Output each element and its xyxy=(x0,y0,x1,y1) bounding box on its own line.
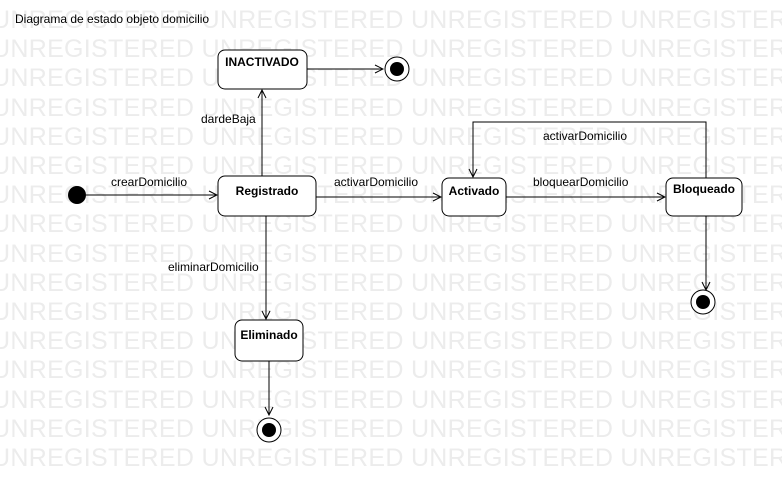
state-activado-label: Activado xyxy=(449,184,500,198)
state-registrado-label: Registrado xyxy=(236,184,299,198)
state-eliminado-label: Eliminado xyxy=(240,328,297,342)
state-activado[interactable]: Activado xyxy=(441,177,507,217)
label-crear-domicilio: crearDomicilio xyxy=(111,175,187,189)
final-state-eliminado xyxy=(256,417,282,443)
state-eliminado[interactable]: Eliminado xyxy=(234,319,304,362)
state-bloqueado[interactable]: Bloqueado xyxy=(665,177,743,217)
label-eliminar-domicilio: eliminarDomicilio xyxy=(168,260,259,274)
label-darde-baja: dardeBaja xyxy=(201,112,256,126)
label-reactivar-domicilio: activarDomicilio xyxy=(543,129,627,143)
label-activar-domicilio: activarDomicilio xyxy=(334,175,418,189)
diagram-title: Diagrama de estado objeto domicilio xyxy=(15,12,210,26)
state-inactivado[interactable]: INACTIVADO xyxy=(217,49,308,90)
state-bloqueado-label: Bloqueado xyxy=(673,182,735,196)
final-state-bloqueado xyxy=(690,289,716,315)
initial-state xyxy=(68,186,86,204)
final-state-inactivado xyxy=(384,56,410,82)
label-bloquear-domicilio: bloquearDomicilio xyxy=(533,175,629,189)
state-inactivado-label: INACTIVADO xyxy=(225,55,299,69)
state-registrado[interactable]: Registrado xyxy=(217,175,317,217)
transition-reactivar-domicilio xyxy=(473,121,707,178)
